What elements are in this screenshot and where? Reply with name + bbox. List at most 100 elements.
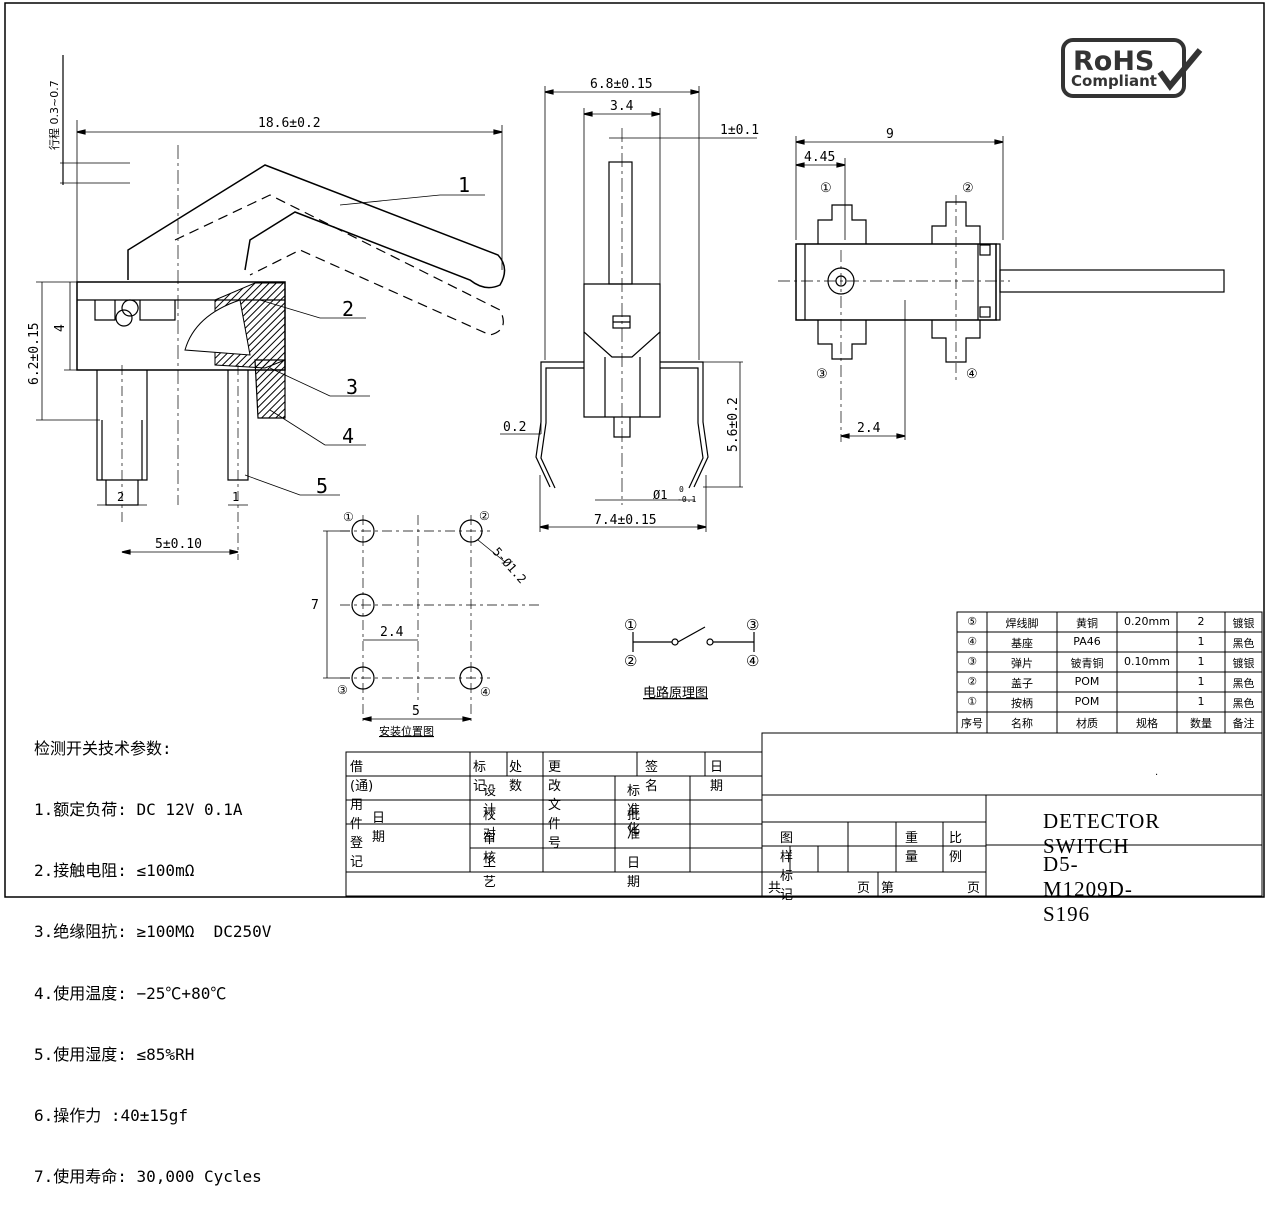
tb-change-doc: 更改文件号 (548, 760, 562, 851)
circuit-node-4: ④ (746, 652, 759, 670)
bom-cell: 材质 (1076, 717, 1098, 730)
tb-date2: 日 期 (627, 856, 654, 890)
rohs-text: RoHS (1073, 46, 1154, 77)
bom-cell: 黑色 (1232, 637, 1255, 650)
rohs-logo: RoHS Compliant (1061, 38, 1203, 98)
param-item: 1.额定负荷: DC 12V 0.1A (34, 800, 243, 820)
bom-cell: ④ (967, 635, 977, 648)
bom-cell: POM (1074, 695, 1100, 708)
tb-std: 标准化 (627, 784, 641, 837)
pin-height-dim: 5.6±0.2 (726, 397, 741, 452)
bom-row: ⑤ 焊线脚 黄铜 0.20mm 2 镀银 (957, 612, 1262, 632)
bom-cell: 2 (1197, 615, 1205, 628)
tb-date-h: 日 期 (710, 760, 737, 794)
bom-cell: POM (1074, 675, 1100, 688)
bom-row: ② 盖子 POM 1 黑色 (957, 672, 1262, 692)
bom-cell: 镀银 (1232, 617, 1255, 630)
overall-width-dim: 7.4±0.15 (594, 513, 657, 528)
circuit-node-1: ① (624, 616, 637, 634)
bom-cell: PA46 (1073, 635, 1101, 648)
bom-cell: 盖子 (1011, 677, 1033, 690)
part-number: D5-M1209D-S196 (1043, 852, 1133, 926)
param-item: 7.使用寿命: 30,000 Cycles (34, 1167, 262, 1187)
mount-dim-5: 5 (412, 704, 420, 719)
bom-header-row: 序号名称材质规格数量备注 (957, 712, 1262, 732)
bom-cell: 1 (1197, 695, 1205, 708)
param-item: 3.绝缘阻抗: ≥100MΩ DC250V (34, 922, 272, 942)
tb-sign: 签 名 (645, 760, 672, 794)
tb-sample-mark: 图样标记 (780, 831, 794, 903)
bom-cell: ⑤ (967, 615, 977, 628)
top-dim-9: 9 (886, 127, 894, 142)
top-dim-24: 2.4 (857, 421, 881, 436)
tb-mark: 标记 (473, 760, 487, 794)
top-pin-4: ④ (966, 367, 978, 382)
param-item: 6.操作力 :40±15gf (34, 1106, 188, 1126)
bom-cell: 焊线脚 (1005, 617, 1039, 630)
callout-5: 5 (316, 474, 328, 498)
tb-date: 日 期 (372, 811, 412, 845)
length-dim: 18.6±0.2 (258, 116, 321, 131)
pin-diameter-tol-lower: -0.1 (677, 495, 696, 504)
tech-params: 检测开关技术参数: 1.额定负荷: DC 12V 0.1A 2.接触电阻: ≤1… (34, 698, 271, 1208)
top-pin-2: ② (962, 181, 974, 196)
hole-dim: 5-Ø1.2 (490, 545, 529, 587)
bom-cell: 规格 (1136, 717, 1158, 730)
mount-pin-3: ③ (337, 683, 348, 697)
bom-cell: ① (967, 695, 977, 708)
circuit-diagram (632, 626, 755, 652)
tb-weight: 重量 (905, 831, 919, 865)
tb-approve: 批 准 (627, 808, 654, 842)
bom-cell: ② (967, 675, 977, 688)
mount-pin-1: ① (343, 510, 354, 524)
travel-label: 行程 0.3~0.7 (48, 80, 61, 150)
side-view (36, 55, 506, 560)
bom-cell: 黑色 (1232, 697, 1255, 710)
tb-craft: 工 艺 (483, 856, 510, 890)
front-view (500, 86, 757, 532)
sheet-border (4, 2, 1265, 898)
pin-width-2: 2 (117, 490, 124, 504)
bom-cell: ③ (967, 655, 977, 668)
tb-dot: · (1155, 770, 1159, 781)
tb-nth: 第 (881, 881, 895, 896)
pin-diameter-dim: Ø1 (653, 488, 667, 502)
tb-total: 共 (768, 881, 782, 896)
title-block (345, 732, 1263, 897)
width-dim: 6.8±0.15 (590, 77, 653, 92)
tb-review: 审 核 (483, 832, 510, 866)
bom-cell: 1 (1197, 655, 1205, 668)
checkmark-icon (1157, 48, 1203, 91)
engineering-drawing: RoHS Compliant (4, 2, 1265, 898)
bom-cell: 1 (1197, 675, 1205, 688)
top-pin-3: ③ (816, 367, 828, 382)
bom-cell: 镀银 (1232, 657, 1255, 670)
param-item: 4.使用温度: −25℃+80℃ (34, 983, 227, 1003)
bom-cell: 黄铜 (1076, 617, 1098, 630)
pin-width-1: 1 (232, 490, 239, 504)
bom-cell: 基座 (1011, 637, 1033, 650)
callout-2: 2 (342, 297, 354, 321)
pin-thickness-dim: 0.2 (503, 420, 526, 435)
circuit-node-2: ② (624, 652, 637, 670)
bom-cell: 黑色 (1232, 677, 1255, 690)
callout-3: 3 (346, 375, 358, 399)
tb-count: 处数 (509, 760, 523, 794)
circuit-node-3: ③ (746, 616, 759, 634)
tb-borrow: 借(通)用件登记 (350, 760, 374, 870)
callout-1: 1 (458, 173, 470, 197)
bom-cell: 0.20mm (1124, 615, 1170, 628)
param-item: 5.使用湿度: ≤85%RH (34, 1044, 195, 1064)
tb-page: 页 (857, 881, 871, 896)
tb-check: 校 对 (483, 808, 510, 842)
bom-cell: 序号 (961, 717, 983, 730)
base-height-dim: 4 (53, 324, 68, 332)
mount-pin-2: ② (479, 509, 490, 523)
bom-cell: 弹片 (1011, 657, 1033, 670)
bom-cell: 数量 (1190, 717, 1212, 730)
tb-ratio: 比例 (949, 831, 963, 865)
